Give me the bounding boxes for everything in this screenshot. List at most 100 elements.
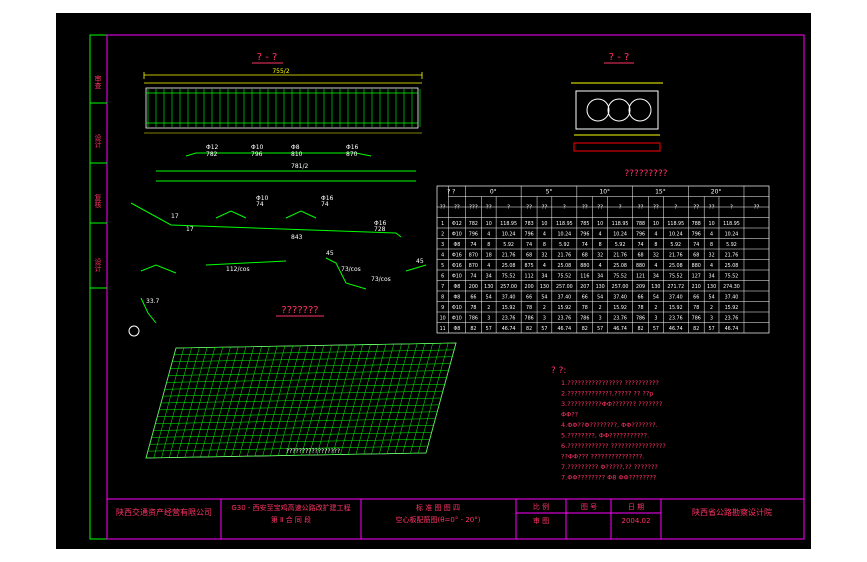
- mesh-line-h: [159, 404, 440, 411]
- num-17b: 17: [186, 226, 194, 233]
- table-cell: 74: [693, 242, 699, 248]
- note-line: 3.??????????ΦΦ??????? ???????: [561, 400, 662, 408]
- table-cell: 5.92: [559, 242, 570, 248]
- table-cell: 68: [637, 253, 643, 259]
- table-cell: 46.74: [613, 326, 627, 332]
- side-label-design: 设计: [94, 133, 102, 149]
- cad-drawing: 审查 设计 复核 设计 ? - ? 755/2 Φ12 782 Φ10 796 …: [89, 34, 805, 540]
- side-label-review: 审查: [94, 74, 102, 89]
- table-sub-header: ??: [597, 205, 603, 211]
- table-cell: 118.95: [667, 221, 684, 227]
- table-cell: 209: [636, 284, 645, 290]
- table-cell: 130: [707, 284, 716, 290]
- mesh-line-h: [166, 377, 447, 383]
- bar-9-shape: [140, 260, 287, 274]
- bar-5-length: 781/2: [291, 163, 308, 170]
- table-cell: 15.92: [613, 305, 627, 311]
- table-cell: 75.52: [502, 274, 516, 280]
- table-group-header: ? ?: [447, 189, 455, 196]
- bar-10-note: 73/cos: [341, 266, 361, 273]
- table-cell: 46.74: [669, 326, 683, 332]
- mesh-line-h: [155, 418, 436, 424]
- table-cell: 271.72: [667, 284, 684, 290]
- table-group-header: 0°: [490, 189, 497, 196]
- note-line: 4.ΦΦ??Φ????????, ΦΦ???????.: [561, 421, 658, 429]
- table-cell: 875: [525, 263, 534, 269]
- table-cell: 8: [487, 242, 490, 248]
- table-cell: 21.76: [669, 253, 683, 259]
- bar-6-length: 74: [256, 201, 264, 208]
- table-cell: 118.95: [556, 221, 573, 227]
- slab-elevation: [143, 72, 423, 129]
- table-cell: 4: [441, 253, 444, 259]
- table-cell: 15.92: [725, 305, 739, 311]
- bar-8-length: 728: [374, 226, 386, 233]
- mesh-line-h: [168, 370, 449, 376]
- note-line: 6.???????????? ????????????????: [561, 442, 666, 450]
- table-cell: 75.52: [613, 274, 627, 280]
- mesh-line-h: [147, 445, 428, 452]
- table-cell: 46.74: [502, 326, 516, 332]
- table-cell: 118.95: [500, 221, 517, 227]
- table-cell: Φ16: [452, 263, 462, 269]
- note-line: 1.???????????????? ??????????: [561, 379, 659, 387]
- table-cell: 74: [470, 274, 476, 280]
- drawing-canvas: 审查 设计 复核 设计 ? - ? 755/2 Φ12 782 Φ10 796 …: [56, 13, 811, 549]
- mesh-line-h: [164, 384, 445, 390]
- bar-1-length: 782: [206, 151, 218, 158]
- table-cell: 5: [441, 263, 444, 269]
- table-cell: 112: [525, 274, 534, 280]
- table-cell: 200: [525, 284, 534, 290]
- table-cell: 66: [526, 295, 532, 301]
- table-cell: 23.76: [557, 316, 571, 322]
- section-b-title: ? - ?: [609, 52, 630, 63]
- table-cell: Φ10: [452, 274, 462, 280]
- table-cell: 4: [487, 232, 490, 238]
- table-sub-header: ??: [440, 205, 446, 211]
- dim-843: 843: [291, 234, 303, 241]
- mesh-line-h: [153, 425, 434, 431]
- table-cell: 10.24: [613, 232, 627, 238]
- table-group-header: 10°: [599, 189, 610, 196]
- table-cell: Φ10: [452, 305, 462, 311]
- table-sub-header: ??: [709, 205, 715, 211]
- table-cell: 5.92: [670, 242, 681, 248]
- table-cell: 78: [693, 305, 699, 311]
- table-cell: 4: [654, 232, 657, 238]
- note-line: 7.ΦΦ???????? Φ8 ΦΦ????????: [561, 474, 656, 482]
- top-dimension: 755/2: [272, 68, 289, 75]
- table-cell: 82: [526, 326, 532, 332]
- table-cell: 2: [441, 232, 444, 238]
- title-block: [107, 498, 804, 539]
- mesh-line-h: [170, 363, 451, 369]
- table-cell: 130: [596, 284, 605, 290]
- table-cell: 18: [486, 253, 492, 259]
- table-cell: 23.76: [613, 316, 627, 322]
- table-cell: 785: [580, 221, 589, 227]
- table-cell: 8: [654, 242, 657, 248]
- table-cell: 207: [580, 284, 589, 290]
- table-sub-header: ??: [653, 205, 659, 211]
- tb-drawing-2: 空心板配筋图(θ=0° - 20°): [396, 515, 481, 524]
- table-sub-header: ??: [582, 205, 588, 211]
- table-group-header: 20°: [711, 189, 722, 196]
- table-cell: 116: [580, 274, 589, 280]
- num-45a: 45: [326, 250, 334, 257]
- table-cell: Φ8: [453, 284, 460, 290]
- table-cell: 54: [709, 295, 715, 301]
- table-cell: 78: [526, 305, 532, 311]
- table-cell: 74: [582, 242, 588, 248]
- mesh-line-h: [172, 356, 453, 362]
- table-cell: 57: [541, 326, 547, 332]
- table-cell: 788: [636, 221, 645, 227]
- table-cell: 8: [710, 242, 713, 248]
- table-cell: 3: [710, 316, 713, 322]
- num-17a: 17: [171, 213, 179, 220]
- mesh-line-h: [151, 432, 432, 438]
- table-cell: 257.00: [556, 284, 573, 290]
- table-cell: 796: [525, 232, 534, 238]
- table-cell: 3: [654, 316, 657, 322]
- table-cell: 82: [582, 326, 588, 332]
- table-cell: 127: [692, 274, 701, 280]
- table-cell: 82: [637, 326, 643, 332]
